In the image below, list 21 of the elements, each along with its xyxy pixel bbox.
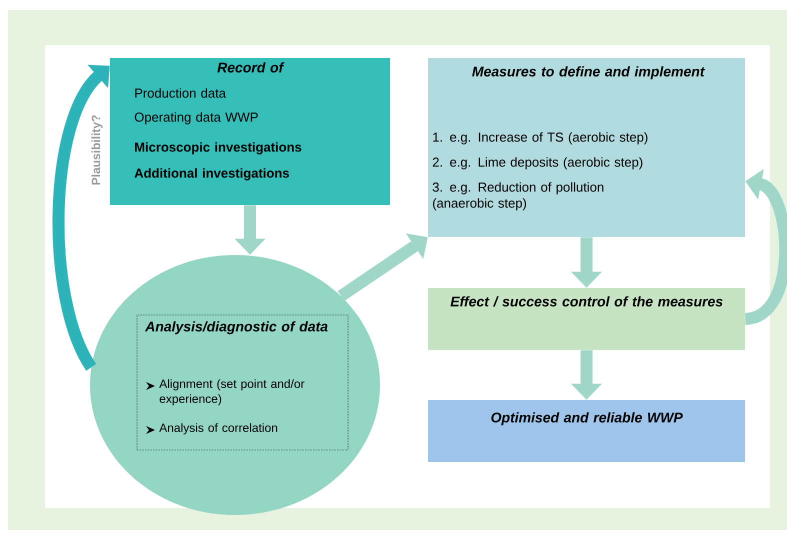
- list-item: Additional investigations: [134, 168, 289, 180]
- result-box: [428, 400, 745, 462]
- block-arrow: [52, 64, 110, 370]
- list-item: Microscopic investigations: [135, 142, 302, 154]
- box-heading: Effect / success control of the measures: [450, 296, 723, 307]
- list-item: Alignment (set point and/or experience): [159, 379, 304, 406]
- list-item: 2. e.g. Lime deposits (aerobic step): [432, 157, 642, 170]
- measures-box: [428, 58, 745, 237]
- box-heading: Optimised and reliable WWP: [491, 412, 683, 426]
- list-item: 3. e.g. Reduction of pollution (anaerobic step): [432, 182, 604, 210]
- box-heading: Analysis/diagnostic of data: [144, 321, 328, 334]
- box-heading: Measures to define and implement: [472, 66, 705, 80]
- box-heading: Record of: [217, 62, 284, 72]
- control-box: [428, 288, 745, 350]
- edge-label: Plausibility?: [91, 115, 103, 185]
- analysis-box: [136, 314, 348, 450]
- list-item: Analysis of correlation: [159, 423, 278, 434]
- record-box: [110, 58, 390, 205]
- list-item: Production data: [135, 88, 226, 98]
- list-item: Operating data WWP: [134, 112, 258, 124]
- list-item: 1. e.g. Increase of TS (aerobic step): [433, 132, 648, 144]
